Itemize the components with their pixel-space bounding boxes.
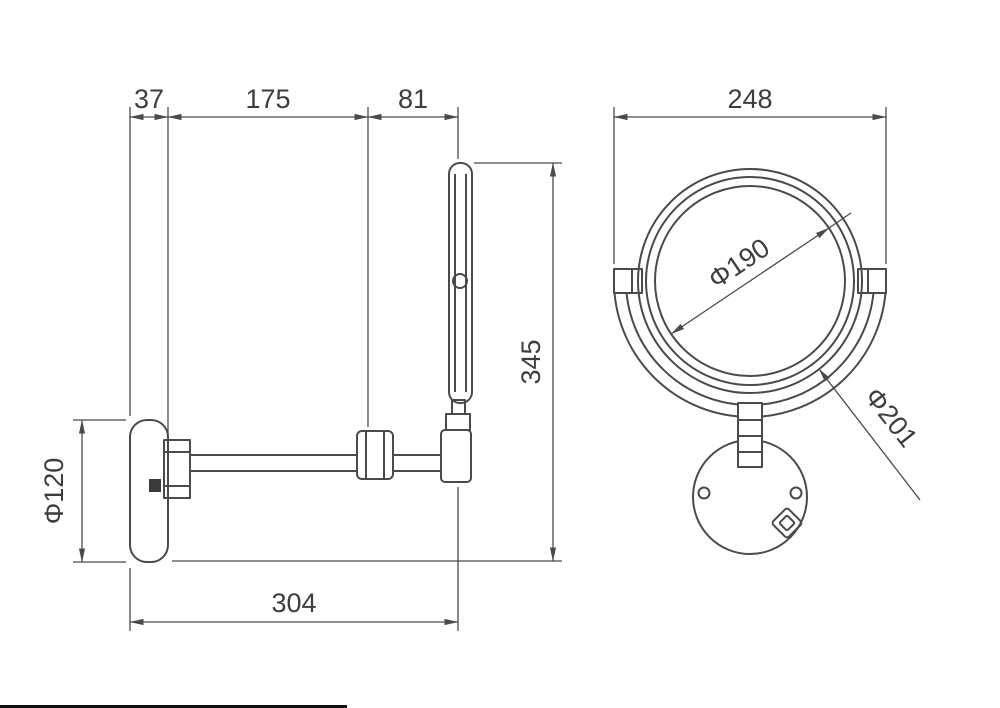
dim-line-190-extension bbox=[828, 212, 852, 229]
dim-arm-span: 175 bbox=[167, 84, 369, 427]
dim-face-diameter: Φ190 bbox=[670, 212, 852, 335]
dim-frame-width: 248 bbox=[613, 84, 887, 264]
mount-bracket bbox=[163, 439, 191, 499]
dim-label-120: Φ120 bbox=[39, 458, 69, 525]
elbow-joint bbox=[356, 430, 394, 480]
side-view-geometry bbox=[129, 162, 473, 563]
set-screw bbox=[149, 479, 161, 492]
mirror-stem-tongue bbox=[451, 399, 466, 415]
wrist-joint bbox=[440, 429, 472, 483]
dim-wall-offset: 37 bbox=[129, 84, 169, 436]
power-switch-outer bbox=[771, 507, 803, 539]
dim-overall-height: 345 bbox=[172, 162, 562, 562]
dim-label-201: Φ201 bbox=[859, 382, 924, 453]
dim-overall-reach: 304 bbox=[129, 487, 459, 631]
dim-head-offset: 81 bbox=[367, 84, 459, 159]
wrist-clamp bbox=[445, 413, 471, 431]
dim-label-304: 304 bbox=[271, 588, 316, 618]
dim-label-81: 81 bbox=[398, 84, 428, 114]
front-view: 248 Φ190 Φ201 bbox=[613, 84, 924, 555]
screw-hole-left bbox=[697, 486, 711, 500]
mirror-face-circle bbox=[654, 185, 846, 377]
screw-hole-right bbox=[789, 486, 803, 500]
mirror-rim-circle bbox=[645, 176, 855, 386]
wall-plate-profile bbox=[129, 419, 169, 563]
dim-label-345: 345 bbox=[516, 339, 546, 384]
mirror-outer-circle bbox=[637, 168, 863, 394]
dim-outer-diameter: Φ201 bbox=[818, 368, 924, 501]
dim-label-175: 175 bbox=[245, 84, 290, 114]
front-view-geometry bbox=[613, 168, 887, 555]
side-view: 37 175 81 345 Φ120 bbox=[39, 84, 562, 631]
leader-line-201 bbox=[818, 368, 921, 501]
mirror-pivot bbox=[452, 273, 468, 289]
dim-label-37: 37 bbox=[134, 84, 164, 114]
power-switch bbox=[771, 507, 803, 539]
scan-edge-artifact bbox=[0, 705, 347, 708]
dim-base-diameter: Φ120 bbox=[39, 419, 126, 563]
fork-outer-arc bbox=[613, 280, 887, 418]
mirror-side-profile bbox=[448, 162, 473, 404]
dim-label-190: Φ190 bbox=[703, 232, 775, 294]
dim-label-248: 248 bbox=[727, 84, 772, 114]
power-switch-inner bbox=[778, 514, 796, 532]
dim-line-190 bbox=[670, 227, 830, 335]
